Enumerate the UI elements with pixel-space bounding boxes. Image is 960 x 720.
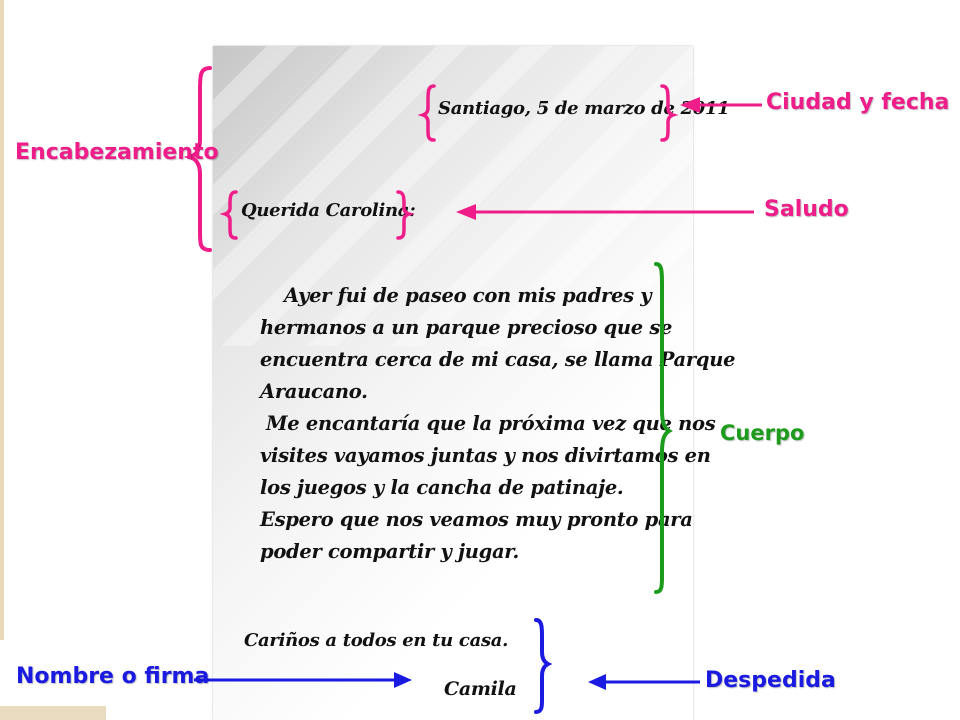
date-right-brace	[660, 84, 679, 142]
label-nombre-o-firma: Nombre o firma	[16, 664, 210, 689]
left-edge-strip	[0, 0, 4, 640]
letter-date-line: Santiago, 5 de marzo de 2011	[438, 98, 730, 119]
letter-body-line: los juegos y la cancha de patinaje.	[260, 476, 624, 499]
letter-closing: Cariños a todos en tu casa.	[244, 630, 509, 651]
letter-greeting: Querida Carolina:	[241, 200, 416, 221]
firma-arrowhead	[394, 672, 412, 688]
letter-body-line: Espero que nos veamos muy pronto para	[260, 508, 693, 531]
ciudad-fecha-arrowhead	[680, 97, 700, 113]
cuerpo-brace	[654, 262, 673, 594]
date-left-brace	[417, 84, 436, 142]
despedida-brace	[534, 618, 553, 714]
label-cuerpo: Cuerpo	[720, 421, 805, 445]
letter-body-line: visites vayamos juntas y nos divirtamos …	[260, 444, 711, 467]
letter-sheet	[213, 46, 693, 720]
label-despedida: Despedida	[705, 668, 836, 693]
letter-body-line: poder compartir y jugar.	[260, 540, 519, 563]
letter-body-line: Me encantaría que la próxima vez que nos	[266, 412, 716, 435]
corner-swatch	[0, 706, 106, 720]
label-ciudad-y-fecha: Ciudad y fecha	[766, 90, 950, 115]
letter-signature: Camila	[444, 678, 517, 700]
letter-body-line: encuentra cerca de mi casa, se llama Par…	[260, 348, 736, 371]
greeting-right-brace	[396, 190, 415, 240]
label-saludo: Saludo	[764, 197, 849, 222]
letter-body-line: hermanos a un parque precioso que se	[260, 316, 673, 339]
greeting-left-brace	[219, 190, 238, 240]
despedida-arrowhead	[588, 674, 606, 690]
label-encabezamiento: Encabezamiento	[15, 140, 219, 165]
saludo-arrowhead	[456, 204, 476, 220]
encabezamiento-brace	[183, 66, 212, 252]
letter-body-line: Ayer fui de paseo con mis padres y	[284, 284, 652, 307]
letter-body-line: Araucano.	[260, 380, 368, 403]
